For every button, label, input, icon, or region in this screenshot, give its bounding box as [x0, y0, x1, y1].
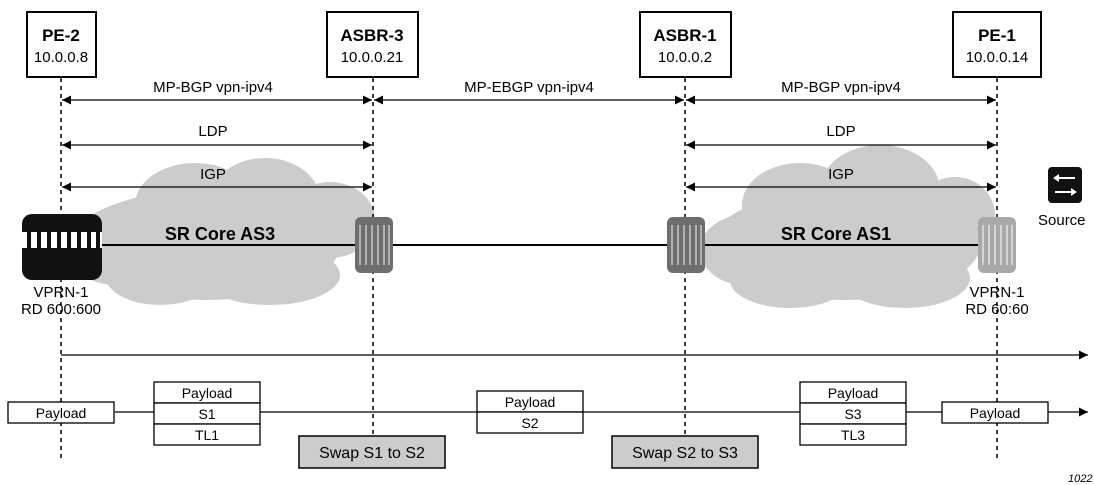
node-asbr1-name: ASBR-1: [653, 26, 716, 45]
source-label: Source: [1038, 212, 1086, 229]
swap-left-label: Swap S1 to S2: [319, 445, 425, 462]
node-pe1-name: PE-1: [978, 26, 1016, 45]
right-bgp-label: MP-BGP vpn-ipv4: [781, 79, 901, 96]
vprn-right-rd: RD 60:60: [965, 301, 1028, 318]
left-bgp-label: MP-BGP vpn-ipv4: [153, 79, 273, 96]
node-pe1-ip: 10.0.0.14: [966, 49, 1029, 66]
swap-right-label: Swap S2 to S3: [632, 445, 738, 462]
packet-3: Payload S2: [476, 390, 584, 434]
cloud-right-label: SR Core AS1: [781, 224, 891, 244]
vprn-right-name: VPRN-1: [969, 284, 1024, 301]
cloud-left-label: SR Core AS3: [165, 224, 275, 244]
packet-1: Payload: [7, 401, 115, 424]
packet-4-label-tl3: TL3: [841, 427, 865, 443]
pe1-router-icon: [978, 217, 1016, 273]
asbr1-router-icon: [667, 217, 705, 273]
swap-right-box: Swap S2 to S3: [611, 435, 759, 469]
packet-2: Payload S1 TL1: [153, 381, 261, 446]
packet-2-payload: Payload: [182, 385, 233, 401]
packet-5-payload: Payload: [970, 405, 1021, 421]
node-asbr3-name: ASBR-3: [340, 26, 403, 45]
vprn-left-rd: RD 600:600: [21, 301, 101, 318]
left-ldp-label: LDP: [198, 123, 227, 140]
packet-3-payload: Payload: [505, 394, 556, 410]
right-igp-label: IGP: [828, 166, 854, 183]
node-pe2-ip: 10.0.0.8: [34, 49, 88, 66]
node-pe2: PE-2 10.0.0.8: [26, 11, 97, 78]
packet-3-label-s2: S2: [521, 415, 538, 431]
asbr3-router-icon: [355, 217, 393, 273]
swap-left-box: Swap S1 to S2: [298, 435, 446, 469]
node-asbr3-ip: 10.0.0.21: [341, 49, 404, 66]
packet-1-payload: Payload: [36, 405, 87, 421]
packet-4-payload: Payload: [828, 385, 879, 401]
pe2-router-icon: [22, 214, 102, 280]
packet-5: Payload: [941, 401, 1049, 424]
node-asbr1-ip: 10.0.0.2: [658, 49, 712, 66]
figure-id: 1022: [1068, 473, 1092, 485]
middle-ebgp-label: MP-EBGP vpn-ipv4: [464, 79, 594, 96]
node-pe2-name: PE-2: [42, 26, 80, 45]
source-icon: [1048, 167, 1082, 203]
node-asbr3: ASBR-3 10.0.0.21: [326, 11, 419, 78]
node-asbr1: ASBR-1 10.0.0.2: [639, 11, 732, 78]
packet-2-label-s1: S1: [198, 406, 215, 422]
packet-2-label-tl1: TL1: [195, 427, 219, 443]
node-pe1: PE-1 10.0.0.14: [952, 11, 1042, 78]
packet-4: Payload S3 TL3: [799, 381, 907, 446]
vprn-left-name: VPRN-1: [33, 284, 88, 301]
left-igp-label: IGP: [200, 166, 226, 183]
packet-4-label-s3: S3: [844, 406, 861, 422]
right-ldp-label: LDP: [826, 123, 855, 140]
